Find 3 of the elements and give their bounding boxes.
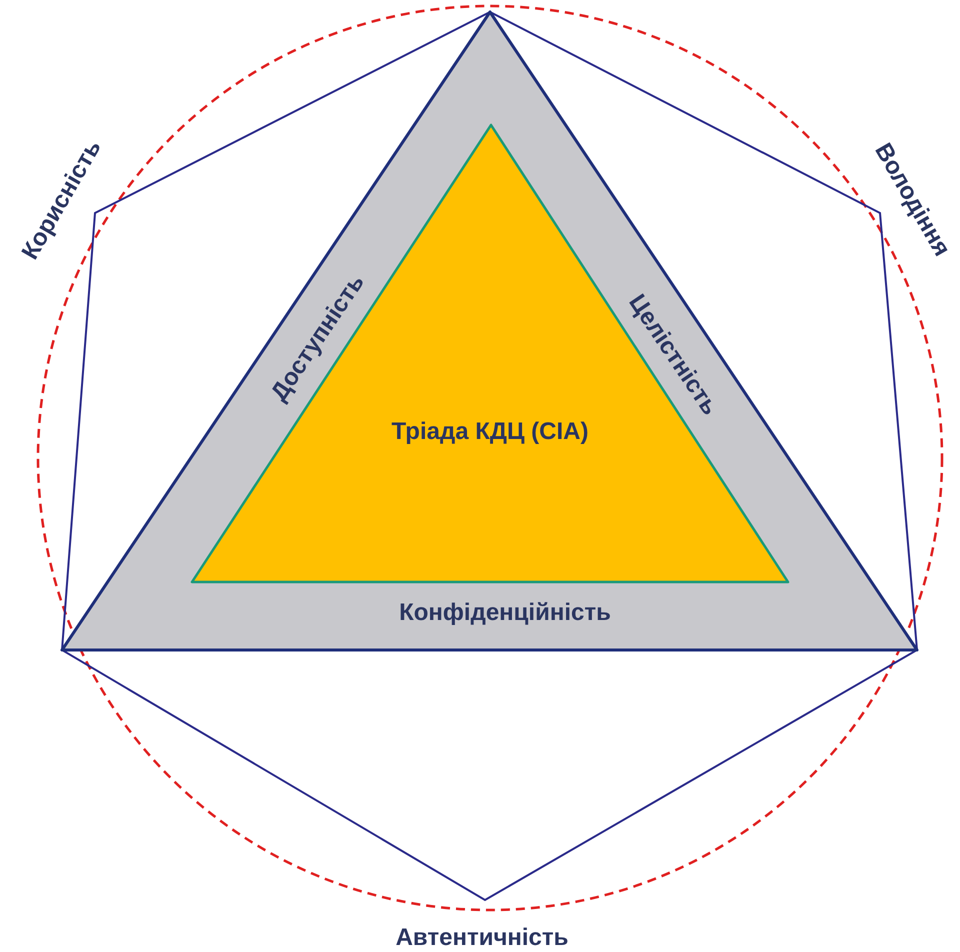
side-label: Конфіденційність (399, 601, 611, 625)
center-title: Тріада КДЦ (CIA) (392, 420, 588, 444)
vertex-label: Автентичність (396, 926, 568, 950)
